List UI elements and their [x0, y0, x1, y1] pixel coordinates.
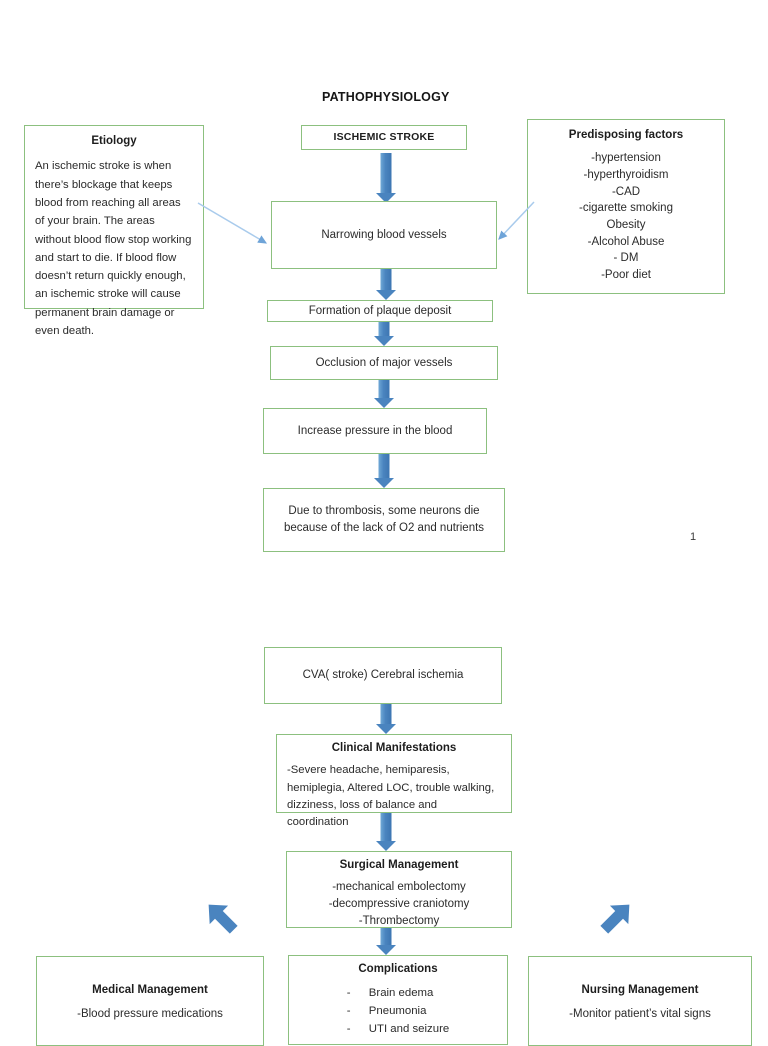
complications-item: -Brain edema	[347, 984, 449, 1002]
arrow-narrowing-to-plaque	[362, 269, 410, 300]
occlusion-box: Occlusion of major vessels	[270, 346, 498, 380]
predisposing-item: -Poor diet	[601, 269, 651, 282]
arrow-pressure-to-thrombosis	[360, 454, 408, 488]
arrow-etiology-to-narrowing	[197, 202, 268, 244]
bullet-dash: -	[346, 987, 351, 1000]
surgical-management-item: -Thrombectomy	[358, 914, 440, 927]
medical-management-item: -Blood pressure medications	[77, 1008, 223, 1021]
cva-label: CVA( stroke) Cerebral ischemia	[302, 669, 464, 682]
predisposing-item: -hyperthyroidism	[583, 169, 669, 182]
arrow-to-medical-management	[208, 904, 238, 934]
predisposing-item: Obesity	[606, 219, 646, 232]
clinical-manifestations-box: Clinical Manifestations -Severe headache…	[276, 734, 512, 828]
predisposing-item: -CAD	[611, 185, 641, 198]
complications-title: Complications	[358, 963, 438, 975]
ischemic-stroke-box: ISCHEMIC STROKE	[301, 125, 467, 150]
bullet-dash: -	[346, 1005, 351, 1018]
surgical-management-box: Surgical Management -mechanical embolect…	[286, 851, 512, 928]
arrow-predisposing-to-narrowing	[498, 201, 535, 240]
etiology-box: Etiology An ischemic stroke is when ther…	[24, 125, 204, 337]
plaque-deposit-label: Formation of plaque deposit	[308, 304, 452, 317]
page-title: PATHOPHYSIOLOGY	[322, 90, 450, 104]
surgical-management-item: -mechanical embolectomy	[332, 881, 466, 894]
predisposing-item: -cigarette smoking	[579, 202, 673, 215]
nursing-management-box: Nursing Management -Monitor patient’s vi…	[528, 956, 752, 1046]
bullet-dash: -	[346, 1023, 351, 1036]
predisposing-item: -hypertension	[591, 152, 661, 165]
nursing-management-title: Nursing Management	[581, 984, 699, 996]
ischemic-stroke-label: ISCHEMIC STROKE	[333, 130, 435, 143]
predisposing-factors-box: Predisposing factors -hypertension -hype…	[527, 119, 725, 294]
occlusion-label: Occlusion of major vessels	[315, 356, 453, 369]
narrowing-blood-vessels-box: Narrowing blood vessels	[271, 201, 497, 269]
complications-box: Complications -Brain edema -Pneumonia -U…	[288, 955, 508, 1045]
arrow-clinical-to-surgical	[362, 813, 410, 851]
arrow-plaque-to-occlusion	[360, 322, 408, 346]
nursing-management-item: -Monitor patient’s vital signs	[569, 1008, 711, 1021]
thrombosis-box: Due to thrombosis, some neurons die beca…	[263, 488, 505, 552]
surgical-management-item: -decompressive craniotomy	[328, 898, 470, 911]
etiology-body: An ischemic stroke is when there’s block…	[35, 160, 192, 338]
thrombosis-label: Due to thrombosis, some neurons die beca…	[283, 504, 485, 534]
plaque-deposit-box: Formation of plaque deposit	[267, 300, 493, 322]
clinical-manifestations-body: -Severe headache, hemiparesis, hemiplegi…	[287, 764, 495, 828]
predisposing-item: - DM	[613, 252, 639, 265]
surgical-management-title: Surgical Management	[339, 859, 459, 871]
complications-item: -Pneumonia	[347, 1002, 449, 1020]
page-number: 1	[690, 531, 697, 543]
complications-item: -UTI and seizure	[347, 1020, 449, 1038]
increase-pressure-box: Increase pressure in the blood	[263, 408, 487, 454]
medical-management-title: Medical Management	[92, 984, 208, 996]
etiology-title: Etiology	[91, 135, 137, 147]
arrow-to-nursing-management	[600, 904, 630, 934]
clinical-manifestations-title: Clinical Manifestations	[331, 742, 457, 754]
cva-box: CVA( stroke) Cerebral ischemia	[264, 647, 502, 704]
narrowing-blood-vessels-label: Narrowing blood vessels	[321, 228, 447, 241]
predisposing-factors-title: Predisposing factors	[568, 129, 684, 141]
arrow-occlusion-to-pressure	[360, 380, 408, 408]
arrow-cva-to-clinical	[362, 704, 410, 734]
arrow-ischemic-to-narrowing	[362, 153, 410, 203]
medical-management-box: Medical Management -Blood pressure medic…	[36, 956, 264, 1046]
predisposing-item: -Alcohol Abuse	[587, 235, 665, 248]
increase-pressure-label: Increase pressure in the blood	[297, 424, 453, 437]
arrow-surgical-to-complications	[362, 928, 410, 955]
pathophysiology-diagram: PATHOPHYSIOLOGY 1 Etiology An ischemic s…	[24, 90, 752, 1046]
